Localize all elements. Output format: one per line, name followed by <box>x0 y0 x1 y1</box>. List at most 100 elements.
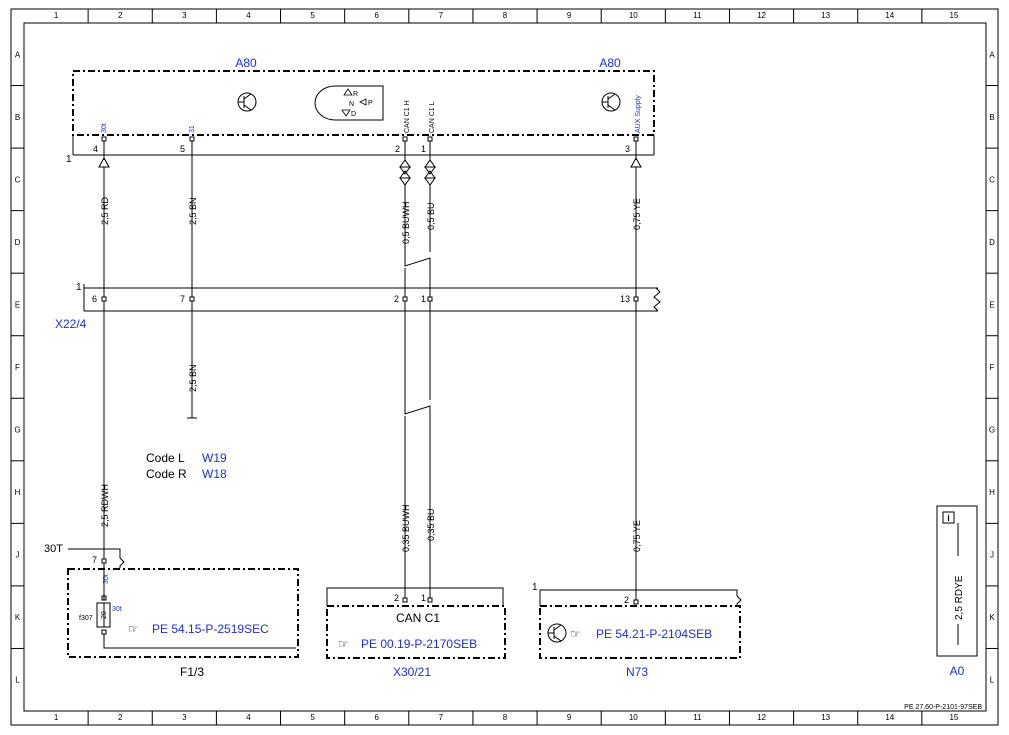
a0-outline <box>936 505 978 657</box>
column-marker: 2 <box>118 11 123 20</box>
column-marker: 1 <box>54 11 59 20</box>
frame-labels: 1122334455667788991010111112121313141415… <box>14 11 995 722</box>
pin-name-31: 31 <box>189 125 196 133</box>
f13-fuse-box: 30T 7 30t 30t 20 f307 ☞ PE 54.15-P-2519S… <box>44 543 299 679</box>
x30-can-box: 2 1 CAN C1 ☞ PE 00.19-P-2170SEB X30/21 <box>326 587 506 679</box>
column-marker: 14 <box>885 713 894 722</box>
column-marker: 15 <box>949 713 958 722</box>
x30-title: CAN C1 <box>396 611 440 625</box>
column-marker: 13 <box>821 713 830 722</box>
n73-outline <box>539 605 741 659</box>
column-marker: 11 <box>693 11 702 20</box>
column-marker: 4 <box>246 11 251 20</box>
x30-outline <box>326 605 506 659</box>
wire-upper-ye: 0,75 YE <box>632 198 642 230</box>
row-marker: L <box>15 676 20 685</box>
a80-ground-num: 1 <box>66 154 72 165</box>
a80-pin-3: 3 <box>625 144 630 154</box>
column-marker: 12 <box>757 713 766 722</box>
column-marker: 9 <box>567 713 572 722</box>
document-reference: PE 27.60-P-2101-97SEB <box>904 704 982 711</box>
wire-lower-bu: 0,35 BU <box>426 508 436 541</box>
x30-ref[interactable]: PE 00.19-P-2170SEB <box>361 637 477 651</box>
code-l: Code L <box>146 451 185 465</box>
n73-label[interactable]: N73 <box>626 665 648 679</box>
gear-selector-icon: R N P D <box>314 85 384 121</box>
row-marker: H <box>989 488 995 497</box>
shifter-d: D <box>351 111 356 118</box>
code-l-ref[interactable]: W19 <box>202 451 227 465</box>
f13-ref[interactable]: PE 54.15-P-2519SEC <box>152 622 269 636</box>
lower-wires <box>103 301 637 600</box>
row-marker: L <box>990 676 995 685</box>
a0-wire: 2,5 RDYE <box>954 575 965 620</box>
hand-pointer-icon: ☞ <box>128 622 139 636</box>
column-marker: 8 <box>503 11 508 20</box>
row-marker: B <box>15 113 20 122</box>
row-marker: K <box>15 613 21 622</box>
x22-label[interactable]: X22/4 <box>55 317 87 331</box>
row-marker: H <box>15 488 21 497</box>
connector-arrows <box>98 156 642 186</box>
column-marker: 6 <box>375 713 380 722</box>
shifter-r: R <box>353 91 358 98</box>
a0-label[interactable]: A0 <box>950 664 965 678</box>
column-marker: 3 <box>182 713 187 722</box>
column-marker: 3 <box>182 11 187 20</box>
column-marker: 2 <box>118 713 123 722</box>
x30-label[interactable]: X30/21 <box>393 665 431 679</box>
transistor-icon <box>237 92 257 112</box>
x22-connector: 1 X22/4 6 7 2 1 13 <box>55 282 661 331</box>
f13-outline <box>67 568 299 658</box>
f13-fuse-id: f307 <box>79 615 93 622</box>
x22-pin-2: 2 <box>394 294 399 304</box>
row-marker: A <box>989 50 995 59</box>
f13-pin: 7 <box>92 555 97 565</box>
f13-label: F1/3 <box>180 665 204 679</box>
a80-outline <box>72 70 655 136</box>
row-marker: D <box>15 238 21 247</box>
column-marker: 9 <box>567 11 572 20</box>
wire-lower-buwh: 0,35 BUWH <box>401 504 411 552</box>
row-marker: K <box>989 613 995 622</box>
x22-pin-6: 6 <box>92 294 97 304</box>
pin-name-can-l: CAN C1 L <box>429 101 436 133</box>
x22-pin-13: 13 <box>620 294 630 304</box>
a80-module: A80 A80 R N P D 30t <box>66 56 655 165</box>
column-marker: 15 <box>949 11 958 20</box>
frame-ticks <box>11 9 998 725</box>
code-variants: Code L W19 Code R W18 <box>146 451 227 481</box>
wire-upper-rd: 2,5 RD <box>100 196 110 225</box>
n73-ref[interactable]: PE 54.21-P-2104SEB <box>596 627 712 641</box>
column-marker: 13 <box>821 11 830 20</box>
code-r-ref[interactable]: W18 <box>202 467 227 481</box>
row-marker: A <box>15 50 21 59</box>
a80-label-right[interactable]: A80 <box>599 56 621 70</box>
a0-legend: i 2,5 RDYE A0 <box>936 505 978 678</box>
column-marker: 11 <box>693 713 702 722</box>
x22-pin-1: 1 <box>421 294 426 304</box>
pin-name-can-h: CAN C1 H <box>404 100 411 133</box>
row-marker: J <box>16 551 20 560</box>
pin-name-30t: 30t <box>101 123 108 133</box>
n73-pin: 2 <box>624 595 629 605</box>
wire-upper-buwh: 0,5 BUWH <box>401 201 411 244</box>
row-marker: E <box>989 300 994 309</box>
a80-label-left[interactable]: A80 <box>235 56 257 70</box>
column-marker: 6 <box>375 11 380 20</box>
wire-lower-rdwh: 2,5 RDWH <box>100 484 110 527</box>
row-marker: C <box>15 175 21 184</box>
row-marker: J <box>990 551 994 560</box>
wire-lower-ye: 0,75 YE <box>632 520 642 552</box>
info-icon[interactable] <box>942 511 955 524</box>
x30-pin-2: 2 <box>394 593 399 603</box>
column-marker: 10 <box>629 11 638 20</box>
code-r: Code R <box>146 467 187 481</box>
column-marker: 5 <box>310 11 315 20</box>
row-marker: G <box>989 426 995 435</box>
wire-upper-bu: 0,5 BU <box>426 202 436 230</box>
column-marker: 1 <box>54 713 59 722</box>
wire-upper-bn: 2,5 BN <box>188 197 198 225</box>
upper-wires <box>103 155 637 297</box>
